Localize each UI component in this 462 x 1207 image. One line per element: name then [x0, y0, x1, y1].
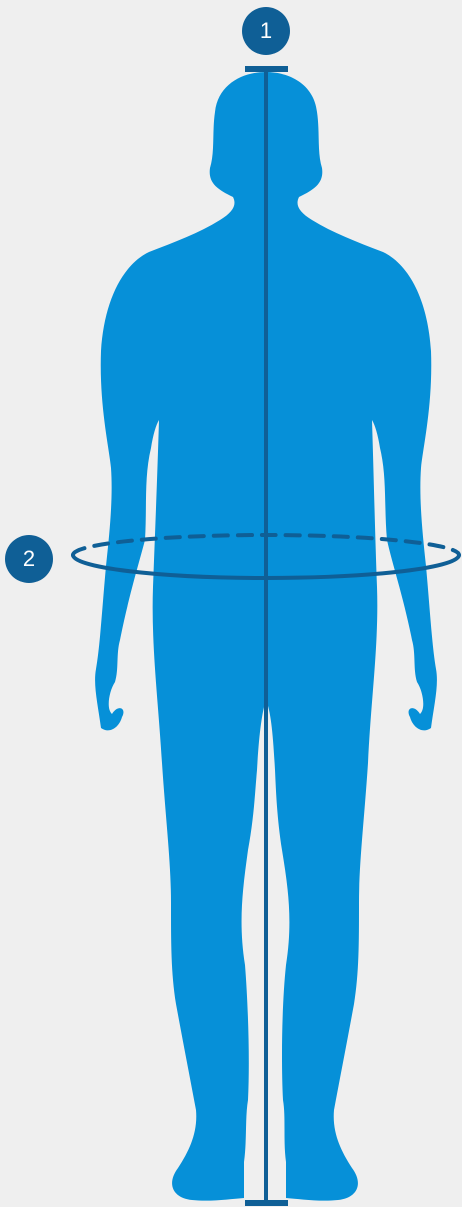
marker-1-label: 1	[260, 18, 272, 43]
marker-1: 1	[242, 7, 290, 55]
marker-2: 2	[5, 535, 53, 583]
marker-2-label: 2	[23, 546, 35, 571]
